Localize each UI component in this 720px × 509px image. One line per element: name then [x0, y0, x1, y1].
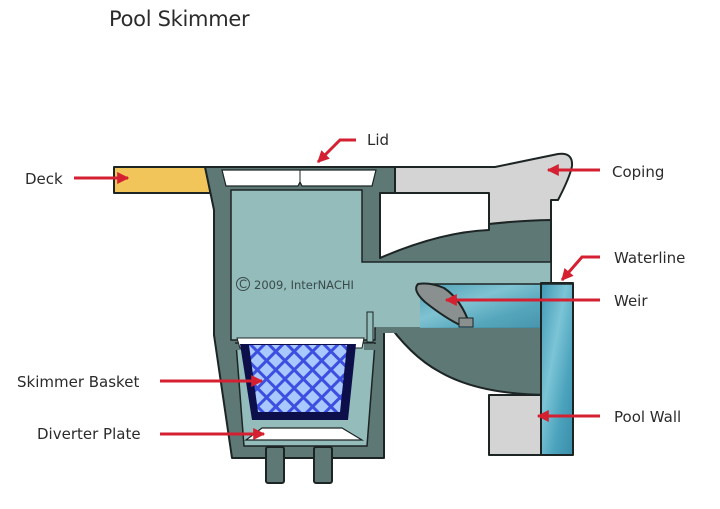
diagram-title: Pool Skimmer: [109, 7, 250, 31]
lid: [221, 169, 377, 187]
coping-cavity: [379, 192, 490, 259]
outlet-pipe-left: [265, 446, 285, 484]
standpipe: [366, 311, 374, 343]
basket-rim-bar-left: [232, 344, 242, 350]
outlet-pipe-right: [313, 446, 333, 484]
copyright-text: 2009, InterNACHI: [254, 278, 354, 292]
label-lid: Lid: [367, 131, 389, 149]
label-waterline: Waterline: [614, 249, 685, 267]
label-coping: Coping: [612, 163, 664, 181]
copyright-icon: [236, 277, 250, 291]
basket-mesh: [249, 345, 347, 412]
throat-floor: [376, 327, 551, 333]
pool-water: [540, 282, 574, 456]
arrow-lid: [316, 138, 356, 164]
label-diverter-plate: Diverter Plate: [37, 425, 141, 443]
deck-slab: [113, 166, 211, 194]
label-weir: Weir: [614, 292, 648, 310]
arrow-waterline: [560, 255, 600, 281]
label-skimmer-basket: Skimmer Basket: [17, 373, 139, 391]
copyright-symbol: C: [239, 277, 247, 291]
label-pool-wall: Pool Wall: [614, 408, 681, 426]
basket-rim-bar-right: [364, 344, 376, 350]
label-deck: Deck: [25, 170, 63, 188]
weir-hinge: [458, 317, 474, 328]
